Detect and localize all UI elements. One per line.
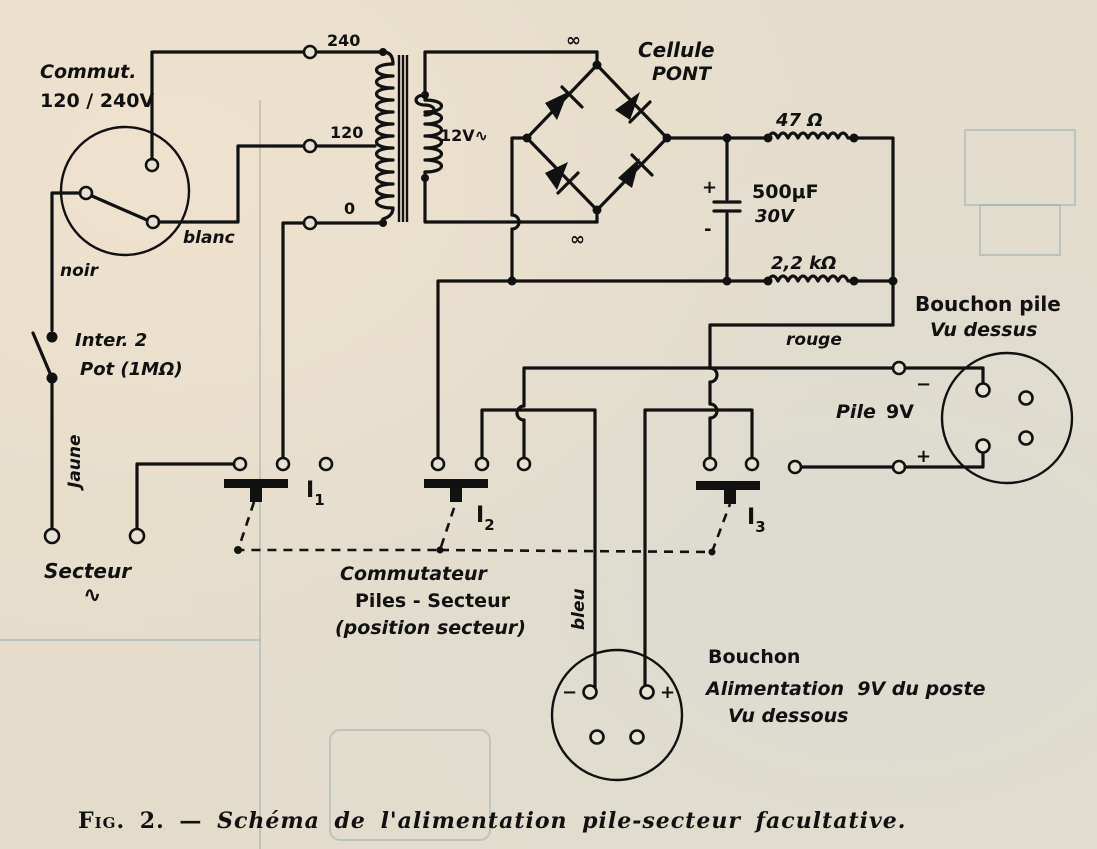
label-ac-top: ∞ <box>566 30 581 51</box>
label-secteur-symbol: ∿ <box>83 583 101 608</box>
mains-terminal-2[interactable] <box>128 527 146 545</box>
resistor-47-ohm <box>763 131 859 143</box>
label-pile-voltage: 9V <box>886 401 914 423</box>
label-commutateur-line2: Piles - Secteur <box>355 590 511 612</box>
power-switch-inter2[interactable] <box>31 331 58 530</box>
supply-plug-pin-plus <box>639 684 655 700</box>
label-pile-plus: + <box>916 446 931 467</box>
switch-i3[interactable] <box>696 456 803 504</box>
label-wire-noir: noir <box>60 261 100 281</box>
diode-4 <box>618 153 654 188</box>
set-supply-plug <box>550 648 684 782</box>
tap-terminal-0 <box>302 215 318 231</box>
label-battery-plug-line1: Bouchon pile <box>915 292 1061 316</box>
battery-plug-pin-minus <box>975 382 991 398</box>
label-r2: 2,2 kΩ <box>771 253 836 274</box>
diode-1 <box>545 85 584 120</box>
background-ghost-print <box>0 100 1076 849</box>
label-commut-voltage: 120 / 240V <box>40 90 154 112</box>
label-cap-value: 500μF <box>752 181 819 203</box>
tap-terminal-240 <box>302 44 318 60</box>
selector-terminal-120 <box>145 214 161 230</box>
battery-plug-pin-plus <box>975 438 991 454</box>
figure-caption: Fig. 2. — Schéma de l'alimentation pile-… <box>78 808 906 834</box>
primary-wiring <box>50 44 385 460</box>
switch-wiring <box>135 366 901 692</box>
tap-terminal-120 <box>302 138 318 154</box>
label-secondary-12v: 12V∿ <box>440 126 488 145</box>
diode-3 <box>545 162 580 195</box>
selector-blade <box>90 194 149 222</box>
label-bridge-line2: PONT <box>652 63 713 85</box>
diode-2 <box>615 92 652 124</box>
label-switch-i1: I1 <box>306 478 325 509</box>
label-bridge-line1: Cellule <box>638 38 715 62</box>
filter-network <box>436 131 898 460</box>
label-inter-line1: Inter. 2 <box>75 330 147 351</box>
mains-terminal-1[interactable] <box>43 527 61 545</box>
label-cap-plus: + <box>702 177 717 198</box>
label-pile: Pile <box>836 401 876 423</box>
selector-terminal-common <box>78 185 94 201</box>
selector-body <box>59 125 191 257</box>
label-wire-bleu: bleu <box>569 588 589 630</box>
figure-caption-text: Schéma de l'alimentation pile-secteur fa… <box>217 808 907 834</box>
label-supply-minus: − <box>562 682 577 703</box>
label-ac-bottom: ∞ <box>570 229 585 250</box>
switch-i2[interactable] <box>424 456 532 502</box>
label-cap-voltage: 30V <box>755 206 796 227</box>
label-r1: 47 Ω <box>775 110 823 131</box>
label-cap-minus: - <box>704 219 711 240</box>
label-switch-i3: I3 <box>747 505 766 536</box>
label-supply-plug-line2: Alimentation 9V du poste <box>704 678 986 700</box>
label-wire-rouge: rouge <box>786 330 842 350</box>
bridge-rectifier <box>510 50 672 283</box>
label-switch-i2: I2 <box>476 503 495 534</box>
label-pile-minus: − <box>916 374 931 395</box>
label-supply-plug-line3: Vu dessous <box>728 705 848 727</box>
label-commutateur-line1: Commutateur <box>340 563 489 585</box>
label-tap-120: 120 <box>330 123 363 142</box>
label-secteur: Secteur <box>44 559 132 583</box>
label-wire-jaune: Jaune <box>65 434 85 491</box>
switch-i1[interactable] <box>224 456 334 502</box>
label-commutateur-line3: (position secteur) <box>335 617 526 639</box>
selector-terminal-240 <box>144 157 160 173</box>
voltage-selector <box>59 125 191 257</box>
label-wire-blanc: blanc <box>183 228 235 248</box>
label-commut-title: Commut. <box>40 61 136 83</box>
switch-linkage <box>234 501 732 556</box>
figure-number: Fig. 2. — <box>78 808 203 834</box>
transformer <box>374 48 599 227</box>
label-tap-0: 0 <box>344 199 355 218</box>
label-supply-plug-line1: Bouchon <box>708 646 800 668</box>
battery-plug <box>891 351 1074 485</box>
label-tap-240: 240 <box>327 31 360 50</box>
label-battery-plug-line2: Vu dessus <box>930 319 1037 341</box>
resistor-2k2-ohm <box>763 274 859 286</box>
label-inter-line2: Pot (1MΩ) <box>80 359 183 380</box>
label-supply-plus: + <box>660 682 675 703</box>
supply-plug-pin-minus <box>582 684 598 700</box>
